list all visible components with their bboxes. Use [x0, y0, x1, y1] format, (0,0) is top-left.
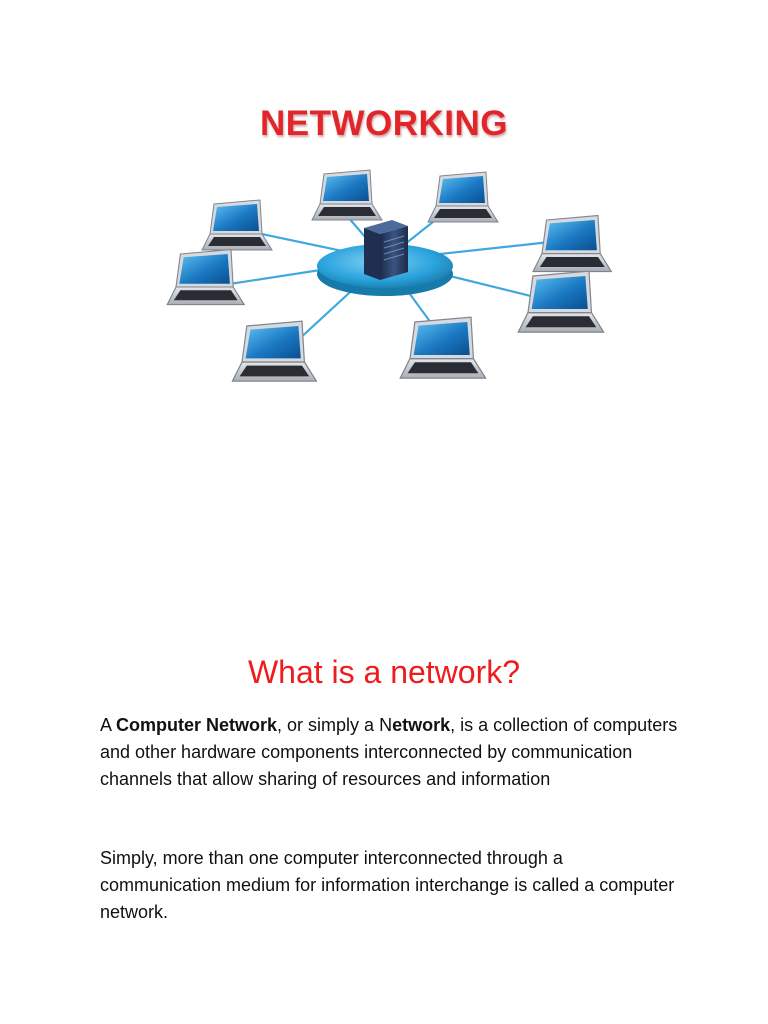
laptop-icon — [231, 320, 318, 382]
term-computer-network: Computer Network — [116, 715, 278, 735]
laptop-icon — [166, 249, 245, 306]
laptop-icon — [427, 171, 499, 223]
laptop-icon — [201, 199, 273, 251]
laptop-icon — [532, 214, 613, 273]
network-illustration — [166, 169, 613, 382]
term-network-initial: N — [379, 715, 393, 735]
page-title: NETWORKING — [259, 104, 509, 143]
term-network: etwork — [392, 715, 451, 735]
laptop-icon — [399, 316, 487, 379]
laptop-icon — [311, 169, 383, 221]
server-icon — [364, 220, 408, 280]
definition-rest: , is a collection of computers and other… — [100, 715, 678, 789]
definition-mid: , or simply a — [277, 715, 380, 735]
definition-prefix: A — [100, 715, 117, 735]
section-heading: What is a network? — [247, 654, 521, 690]
summary-paragraph: Simply, more than one computer interconn… — [100, 848, 675, 922]
definition-paragraph: A Computer Network, or simply a Network,… — [100, 712, 680, 793]
laptop-icon — [517, 270, 605, 333]
